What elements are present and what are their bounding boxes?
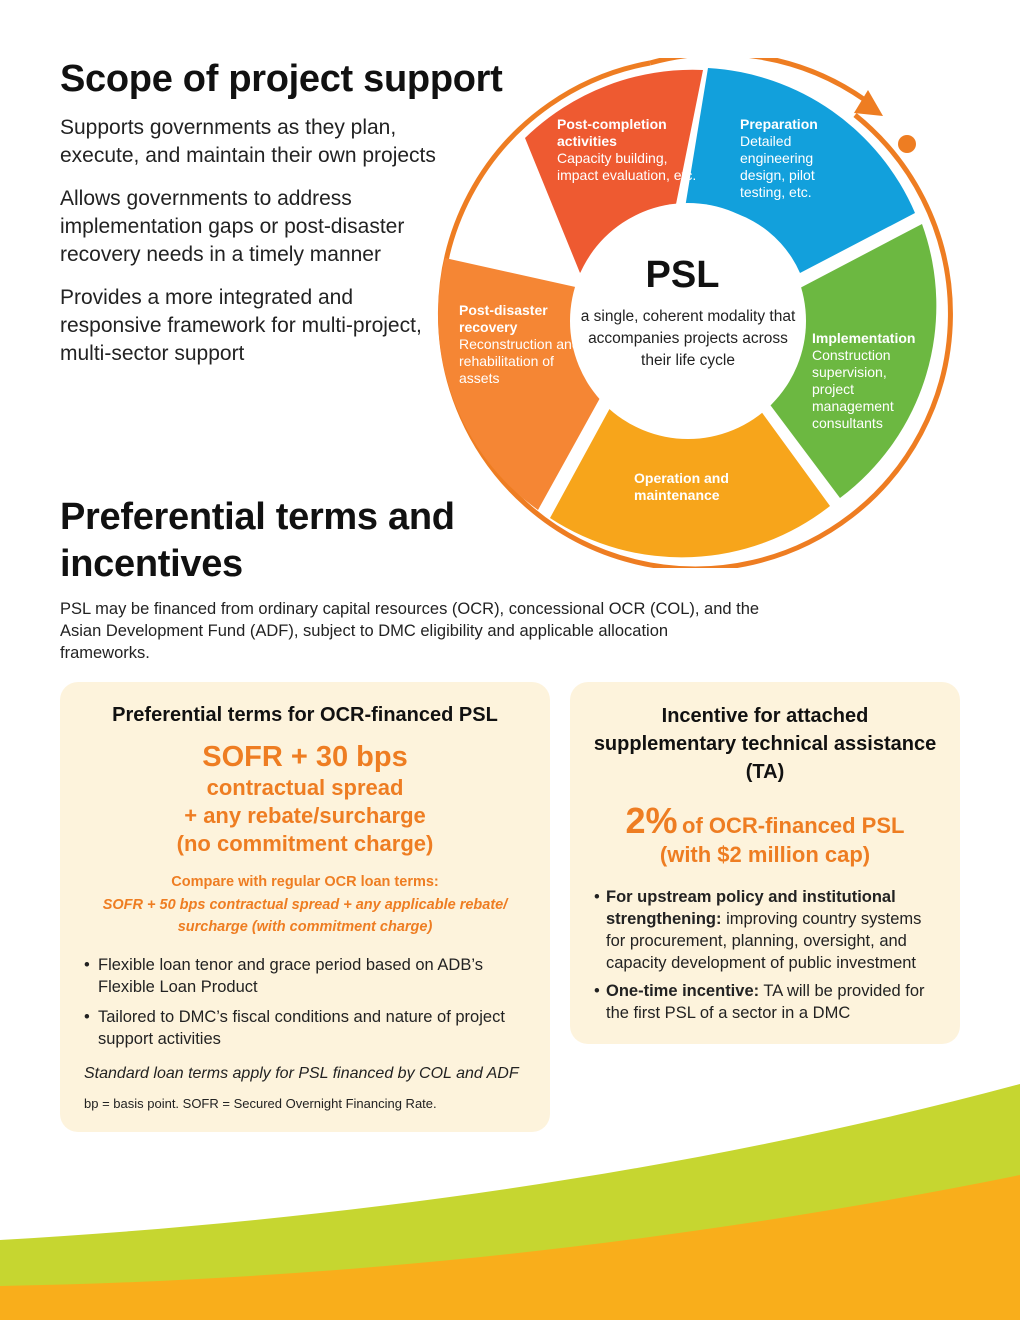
segment-preparation [685,68,915,273]
cycle-graphic [437,58,953,568]
preferential-intro: PSL may be financed from ordinary capita… [60,600,760,662]
scope-item: Supports governments as they plan, execu… [60,116,436,167]
wave-orange [0,1175,1020,1320]
segment-label-post-disaster: Post-disaster recovery Reconstruction an… [459,302,584,387]
segment-implementation [765,224,937,498]
percent-label: of OCR-financed PSL [682,813,905,838]
ocr-terms-card: Preferential terms for OCR-financed PSL … [60,682,550,1132]
card-title: Incentive for attached supplementary tec… [593,705,937,783]
segment-body: Construction supervision, project manage… [812,347,894,431]
scope-title: Scope of project support [60,58,503,100]
card-title: Preferential terms for OCR-financed PSL [112,704,498,726]
segment-heading: Implementation [812,330,916,346]
scope-list: Supports governments as they plan, execu… [60,114,440,383]
segment-label-preparation: Preparation Detailed engineering design,… [740,116,840,201]
bullet-text: improving country systems for procuremen… [606,910,922,972]
psl-life-cycle-diagram: Post-completion activities Capacity buil… [410,58,955,568]
cap-note: (with $2 million cap) [659,842,871,867]
arrow-head-icon [854,90,883,116]
segment-label-operation: Operation and maintenance [634,470,764,504]
list-item: For upstream policy and institutional st… [594,886,944,974]
sofr-headline: SOFR + 30 bps [202,741,408,773]
sub-line: contractual spread [206,775,404,800]
list-item: Tailored to DMC’s fiscal conditions and … [84,1006,534,1050]
bullet-lead: One-time incentive: [606,982,760,1000]
list-item: Flexible loan tenor and grace period bas… [84,954,534,998]
ring-dot [898,135,916,153]
list-item: One-time incentive: TA will be provided … [594,980,944,1024]
segment-heading: Post-completion activities [557,116,667,149]
percent-value: 2% [625,800,678,841]
ocr-bullets: Flexible loan tenor and grace period bas… [84,954,534,1058]
segment-post-disaster [438,258,600,510]
compare-body: SOFR + 50 bps contractual spread + any a… [102,897,508,935]
ta-bullets: For upstream policy and institutional st… [594,886,944,1030]
footnote: bp = basis point. SOFR = Secured Overnig… [84,1096,437,1111]
segment-body: Reconstruction and rehabilitation of ass… [459,336,580,386]
cycle-center-text: a single, coherent modality that accompa… [580,308,796,369]
bullet-lead: For upstream policy and institutional st… [606,888,896,928]
bullet-text: TA will be provided for the first PSL of… [606,982,925,1022]
segment-body: Detailed engineering design, pilot testi… [740,133,815,200]
decorative-waves [0,1084,1020,1320]
ring-arrow [649,58,867,103]
percent-line: 2% of OCR-financed PSL [570,800,960,842]
standard-terms-note: Standard loan terms apply for PSL financ… [84,1065,519,1082]
outer-ring [437,60,953,568]
scope-item: Allows governments to address implementa… [60,187,405,266]
scope-item: Provides a more integrated and responsiv… [60,286,422,365]
compare-title: Compare with regular OCR loan terms: [171,874,439,890]
center-disc [570,203,806,439]
segment-label-post-completion: Post-completion activities Capacity buil… [557,116,697,184]
sub-line: + any rebate/surcharge [184,803,426,828]
segment-operation [550,403,830,558]
cycle-center-title: PSL [645,254,720,296]
sub-line: (no commitment charge) [176,831,434,856]
segment-heading: Preparation [740,116,818,132]
segment-heading: Operation and maintenance [634,470,729,503]
segment-heading: Post-disaster recovery [459,302,548,335]
preferential-title: Preferential terms and incentives [60,496,455,585]
ta-incentive-card: Incentive for attached supplementary tec… [570,682,960,1044]
segment-body: Capacity building, impact evaluation, et… [557,150,697,183]
sofr-sub-lines: contractual spread + any rebate/surcharg… [60,774,550,858]
segment-label-implementation: Implementation Construction supervision,… [812,330,932,432]
